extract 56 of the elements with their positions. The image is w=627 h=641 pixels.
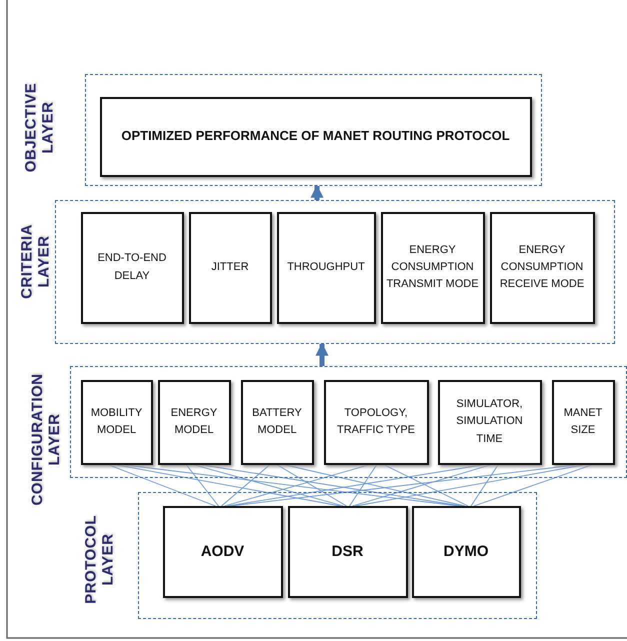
block-arrow <box>316 342 328 366</box>
layer-group <box>85 74 542 186</box>
connector-line <box>116 464 341 506</box>
block-arrow <box>310 184 324 200</box>
connector-line <box>285 464 466 506</box>
process-box <box>80 212 184 324</box>
connector-line <box>352 464 490 506</box>
connector-line <box>221 464 270 506</box>
box-label: DYMO <box>442 542 490 562</box>
process-box <box>380 212 484 324</box>
layer-group <box>70 366 627 478</box>
box-label: ENERGY MODEL <box>170 406 218 438</box>
connector-line <box>474 464 592 506</box>
connector-line <box>108 464 216 506</box>
process-box <box>438 380 542 464</box>
box-label: OPTIMIZED PERFORMANCE OF MANET ROUTING PROTOCOL <box>120 127 511 146</box>
layer-title: OBJECTIVE LAYER <box>24 82 56 174</box>
process-box <box>324 380 428 464</box>
process-box <box>80 380 152 464</box>
process-box <box>552 380 614 464</box>
process-box <box>288 506 408 598</box>
connector-line <box>470 464 498 506</box>
box-label: THROUGHPUT <box>286 260 366 275</box>
box-label: BATTERY MODEL <box>251 406 303 438</box>
layer-title: PROTOCOL LAYER <box>84 514 116 606</box>
connector-line <box>277 464 347 506</box>
connector-line <box>349 464 377 506</box>
box-label: TOPOLOGY, TRAFFIC TYPE <box>336 406 416 438</box>
process-box <box>188 212 272 324</box>
box-label: ENERGY CONSUMPTION TRANSMIT MODE <box>385 242 480 292</box>
connector-line <box>194 464 344 506</box>
box-label: MOBILITY MODEL <box>90 406 144 438</box>
box-label: JITTER <box>210 260 250 275</box>
connector-line <box>227 464 482 506</box>
connector-line <box>224 464 369 506</box>
process-box <box>412 506 520 598</box>
connector-line <box>384 464 468 506</box>
box-label: ENERGY CONSUMPTION RECEIVE MODE <box>498 242 586 292</box>
layer-group <box>55 200 615 344</box>
process-box <box>240 380 314 464</box>
connector-line <box>355 464 584 506</box>
connector-line <box>186 464 219 506</box>
box-label: DSR <box>330 542 364 562</box>
process-box <box>100 96 532 176</box>
box-label: END-TO-END DELAY <box>96 251 168 284</box>
layer-title: CONFIGURATION LAYER <box>30 372 62 508</box>
box-label: AODV <box>200 542 246 562</box>
layer-title: CRITERIA LAYER <box>20 223 52 301</box>
box-label: MANET SIZE <box>562 406 604 438</box>
layer-group <box>138 492 537 619</box>
process-box <box>490 212 594 324</box>
process-box <box>162 506 282 598</box>
connector-line <box>202 464 462 506</box>
process-box <box>276 212 376 324</box>
process-box <box>158 380 230 464</box>
box-label: SIMULATOR, SIMULATION TIME <box>455 397 524 447</box>
